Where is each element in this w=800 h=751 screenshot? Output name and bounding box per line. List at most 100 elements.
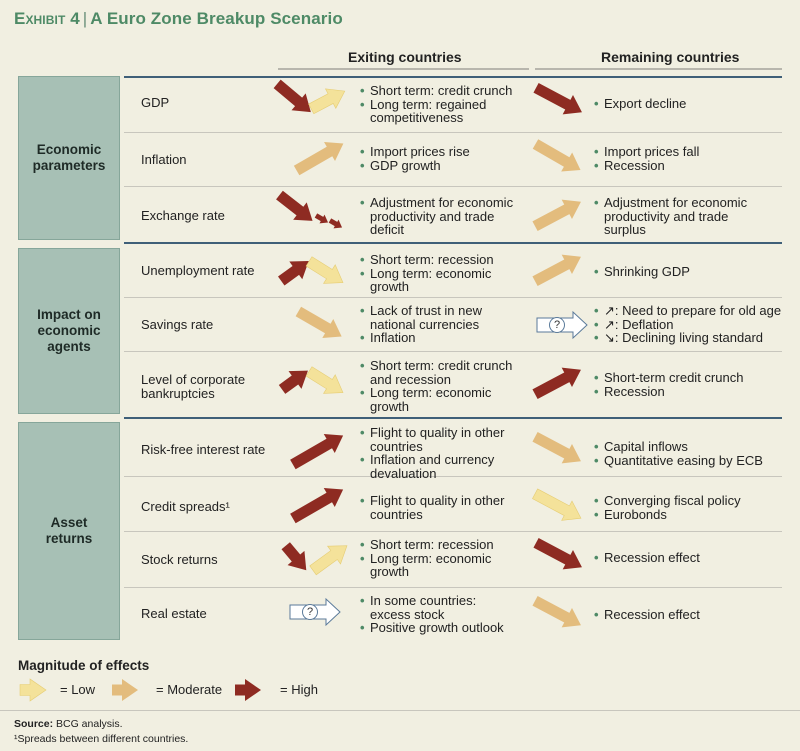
exiting-effects-gdp: •Short term: credit crunch •Long term: r…	[360, 84, 530, 125]
list-item: •Flight to quality in other countries	[360, 425, 505, 454]
group-asset-returns: Asset returns	[18, 422, 120, 640]
list-item: •Recession effect	[594, 550, 700, 565]
remaining-effects-savings-rate: •↗: Need to prepare for old age •↗: Defl…	[594, 304, 784, 345]
list-item: •Recession	[594, 383, 665, 399]
column-rule-exiting	[278, 68, 529, 70]
row-label-savings-rate: Savings rate	[141, 317, 214, 332]
list-item: •Short term: credit crunch and recession	[360, 358, 513, 387]
remaining-effects-exchange-rate: •Adjustment for economic productivity an…	[594, 196, 764, 237]
row-label-exchange-rate: Exchange rate	[141, 208, 225, 223]
list-item: •Recession	[594, 157, 665, 173]
arrow-high-up	[278, 370, 308, 394]
remaining-effects-credit-spreads: •Converging fiscal policy •Eurobonds	[594, 494, 784, 521]
legend-arrow-moderate	[112, 679, 138, 701]
list-item: •Short term: recession	[360, 252, 494, 267]
remaining-effects-bankruptcies: •Short-term credit crunch •Recession	[594, 371, 784, 398]
remaining-effects-unemployment: •Shrinking GDP	[594, 265, 784, 279]
row-divider	[124, 587, 782, 588]
unknown-effect-question-icon: ?	[549, 317, 565, 333]
arrow-low-up	[309, 545, 348, 576]
list-item: •Long term: economic growth	[360, 265, 492, 294]
list-item: •Lack of trust in new national currencie…	[360, 303, 482, 332]
exiting-effects-credit-spreads: •Flight to quality in other countries	[360, 494, 530, 521]
arrow-moderate-down	[295, 306, 342, 339]
list-item: •Long term: economic growth	[360, 550, 492, 579]
row-label-credit-spreads: Credit spreads¹	[141, 499, 230, 514]
legend-arrow-high	[235, 679, 261, 701]
footer-divider	[0, 710, 800, 711]
row-divider	[124, 351, 782, 352]
group-label: Economic parameters	[32, 142, 106, 173]
exiting-effects-bankruptcies: •Short term: credit crunch and recession…	[360, 359, 525, 413]
group-rule	[124, 242, 782, 244]
list-item: •Short term: recession	[360, 537, 494, 552]
row-label-gdp: GDP	[141, 95, 170, 110]
source-label: Source:	[14, 718, 54, 730]
legend-high: = High	[280, 682, 318, 697]
remaining-effects-risk-free-rate: •Capital inflows •Quantitative easing by…	[594, 440, 784, 467]
source-text: BCG analysis.	[56, 718, 123, 730]
list-item: •Inflation and currency devaluation	[360, 452, 495, 481]
legend-moderate: = Moderate	[156, 682, 223, 697]
arrow-high-down	[273, 79, 311, 113]
list-item: •Import prices rise	[360, 144, 470, 159]
group-label: Impact on economic agents	[37, 307, 101, 354]
list-item: •Capital inflows	[594, 439, 688, 454]
arrow-low-down	[305, 366, 344, 394]
remaining-effects-stock-returns: •Recession effect	[594, 551, 784, 565]
title-separator: |	[82, 9, 88, 28]
exiting-effects-unemployment: •Short term: recession •Long term: econo…	[360, 253, 530, 294]
exhibit-number: Exhibit 4	[14, 9, 80, 28]
arrow-high-down-small	[314, 213, 329, 224]
column-header-exiting: Exiting countries	[348, 49, 462, 65]
arrow-high-down	[281, 542, 307, 571]
remaining-effects-gdp: •Export decline	[594, 97, 784, 111]
list-item: •Adjustment for economic productivity an…	[594, 195, 748, 237]
row-label-corporate-bankruptcies: Level of corporate bankruptcies	[141, 372, 246, 401]
row-divider	[124, 186, 782, 187]
list-item: •Adjustment for economic productivity an…	[360, 195, 514, 237]
exiting-effects-risk-free-rate: •Flight to quality in other countries •I…	[360, 426, 530, 480]
list-item: •Inflation	[360, 330, 416, 345]
arrow-moderate-up	[532, 254, 581, 287]
source-note: Source: BCG analysis.	[14, 718, 123, 730]
legend-low: = Low	[60, 682, 96, 697]
list-item: •Shrinking GDP	[594, 264, 690, 279]
arrow-moderate-down	[532, 139, 581, 172]
arrow-moderate-down	[532, 595, 581, 628]
row-label-stock-returns: Stock returns	[141, 552, 218, 567]
group-rule	[124, 76, 782, 78]
group-economic-parameters: Economic parameters	[18, 76, 120, 240]
arrow-high-down	[533, 82, 582, 115]
arrow-high-up	[532, 367, 581, 400]
arrow-low-up	[308, 88, 346, 115]
exiting-effects-real-estate: •In some countries: excess stock •Positi…	[360, 594, 510, 635]
row-divider	[124, 476, 782, 477]
exhibit-title-text: A Euro Zone Breakup Scenario	[90, 9, 343, 28]
arrow-moderate-up	[532, 199, 581, 232]
column-header-remaining: Remaining countries	[601, 49, 740, 65]
arrow-high-down	[276, 190, 313, 221]
arrow-low-down	[532, 488, 582, 521]
list-item: •Long term: economic growth	[360, 385, 492, 414]
remaining-effects-inflation: •Import prices fall •Recession	[594, 145, 784, 172]
list-item: •GDP growth	[360, 157, 441, 173]
exiting-effects-savings-rate: •Lack of trust in new national currencie…	[360, 304, 530, 345]
list-item: •↘: Declining living standard	[594, 330, 764, 345]
list-item: •Quantitative easing by ECB	[594, 452, 763, 468]
exhibit-title: Exhibit 4|A Euro Zone Breakup Scenario	[14, 9, 343, 29]
arrow-high-up	[278, 261, 309, 286]
row-divider	[124, 531, 782, 532]
row-label-risk-free-interest-rate: Risk-free interest rate	[141, 442, 266, 457]
legend-arrow-low	[19, 678, 47, 702]
list-item: •Positive growth outlook	[360, 620, 504, 635]
row-divider	[124, 132, 782, 133]
footnote: ¹Spreads between different countries.	[14, 733, 189, 745]
list-item: •Short term: credit crunch	[360, 83, 513, 98]
row-label-real-estate: Real estate	[141, 606, 207, 621]
list-item: •Flight to quality in other countries	[360, 493, 505, 522]
arrow-low-down	[305, 256, 344, 284]
list-item: •Recession effect	[594, 607, 700, 622]
arrow-high-down-small	[328, 218, 343, 229]
arrow-moderate-up	[293, 141, 344, 176]
